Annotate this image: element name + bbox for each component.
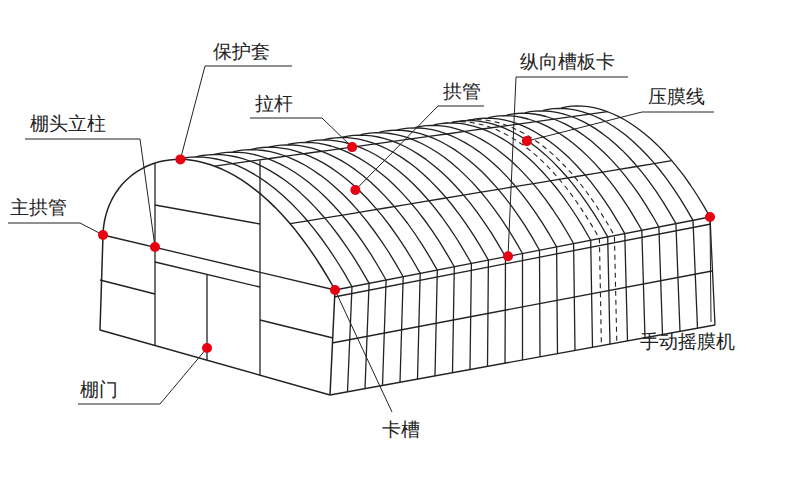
gable-post xyxy=(259,161,260,376)
arch-rib xyxy=(324,138,488,367)
arch-rib xyxy=(215,152,386,385)
arch-rib xyxy=(543,108,698,328)
part-label: 保护套 xyxy=(213,40,270,63)
tie-rod xyxy=(215,112,608,166)
front-arch xyxy=(103,159,335,395)
callout-dot xyxy=(202,343,212,353)
leader-line xyxy=(335,290,392,412)
arch-rib xyxy=(288,142,455,372)
leader-line xyxy=(527,112,714,141)
callout-dot xyxy=(705,212,715,222)
callout-dot xyxy=(150,242,160,252)
side-rail xyxy=(335,217,710,290)
part-label: 纵向槽板卡 xyxy=(520,50,615,73)
callout-dot xyxy=(98,230,108,240)
part-label: 拉杆 xyxy=(255,92,293,115)
arch-rib xyxy=(233,150,403,383)
arch-rib xyxy=(251,147,420,379)
front-beam xyxy=(155,205,260,224)
part-label: 拱管 xyxy=(443,80,481,103)
leader-line xyxy=(710,217,711,322)
arch-rib xyxy=(397,128,557,354)
side-rail xyxy=(334,224,711,297)
front-frame xyxy=(100,235,330,395)
part-label: 棚头立柱 xyxy=(30,112,106,135)
part-label: 手动摇膜机 xyxy=(640,330,735,353)
leader-line xyxy=(250,118,352,147)
leader-line xyxy=(78,348,207,404)
arch-rib xyxy=(197,155,370,389)
arch-rib xyxy=(379,130,540,357)
callout-dot xyxy=(350,185,360,195)
tie-rod xyxy=(290,161,672,224)
arch-rib xyxy=(269,145,437,376)
arch-rib xyxy=(561,106,715,325)
film-line xyxy=(443,122,602,346)
leader-line xyxy=(355,106,484,190)
callout-dot xyxy=(503,251,513,261)
arch-rib xyxy=(415,125,575,350)
arch-rib xyxy=(361,133,523,360)
callout-dot xyxy=(522,136,532,146)
leader-line xyxy=(8,223,103,235)
callout-dot xyxy=(175,154,185,164)
callout-dot xyxy=(330,285,340,295)
arch-rib xyxy=(342,135,505,363)
part-label: 主拱管 xyxy=(10,196,67,219)
front-beam xyxy=(103,235,335,290)
arch-rib xyxy=(306,140,472,370)
leader-line xyxy=(508,77,628,256)
leader-line xyxy=(25,139,155,247)
leader-line xyxy=(180,66,292,159)
front-beam xyxy=(260,320,333,338)
part-label: 棚门 xyxy=(80,378,118,401)
part-label: 压膜线 xyxy=(648,85,705,108)
part-label: 卡槽 xyxy=(382,418,420,441)
callout-dot xyxy=(347,142,357,152)
front-beam xyxy=(100,280,155,294)
gable-post xyxy=(154,163,155,345)
film-line xyxy=(459,120,617,343)
